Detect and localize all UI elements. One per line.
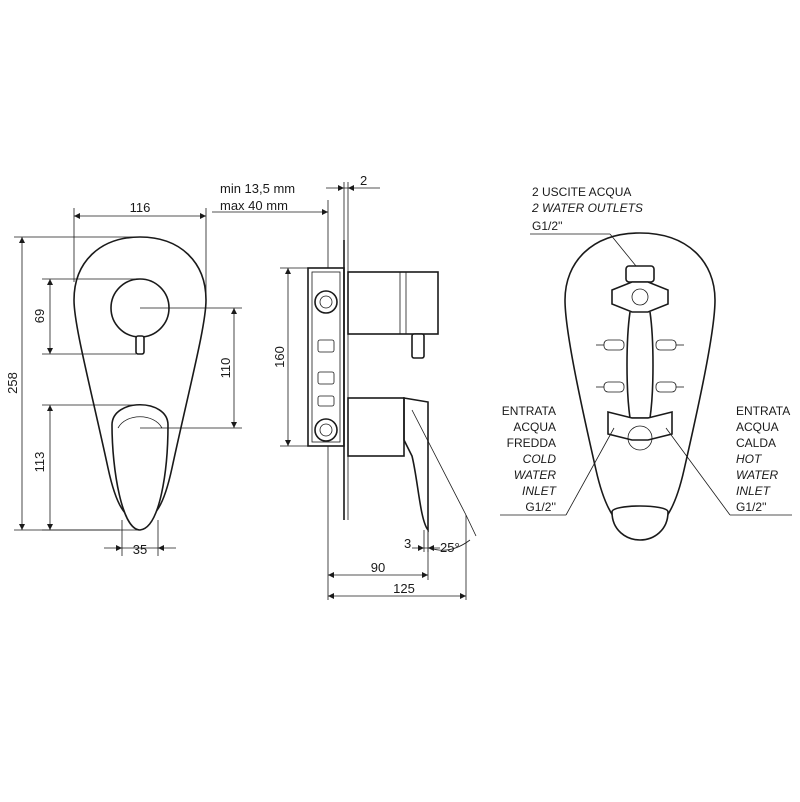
label-hot-it-2: ACQUA (736, 420, 779, 434)
rear-outlet-fitting (611, 265, 669, 313)
dim-plate-2: 2 (360, 173, 367, 188)
side-view: 160 min 13,5 mm max 40 mm 2 3 25° 90 (212, 173, 477, 600)
side-body (307, 267, 345, 447)
label-cold-en-3: INLET (522, 484, 558, 498)
label-cold-size: G1/2'' (525, 500, 556, 514)
side-cartridge (347, 397, 405, 457)
rear-view: 2 USCITE ACQUA 2 WATER OUTLETS G1/2'' EN… (500, 185, 792, 541)
dim-lever-113: 113 (32, 452, 47, 473)
rear-inlet-fitting (607, 410, 673, 451)
label-cold-it-1: ENTRATA (502, 404, 556, 418)
dim-centers-110: 110 (218, 358, 233, 379)
label-hot-en-3: INLET (736, 484, 772, 498)
side-knob (347, 271, 439, 335)
front-view: 116 258 69 110 113 35 (5, 200, 242, 557)
label-hot-it-3: CALDA (736, 436, 776, 450)
dim-height-258: 258 (5, 372, 20, 394)
dim-depth-90: 90 (371, 560, 385, 575)
dim-angle-25: 25° (440, 540, 460, 555)
dim-offset-3: 3 (404, 536, 411, 551)
side-lever (403, 397, 429, 533)
label-cold-it-3: FREDDA (507, 436, 556, 450)
label-hot-size: G1/2'' (736, 500, 767, 514)
dim-knob-69: 69 (32, 309, 47, 323)
label-outlets-en: 2 WATER OUTLETS (531, 201, 643, 215)
dim-depth-125: 125 (393, 581, 415, 596)
front-lever (111, 404, 169, 531)
front-knob-pin (135, 335, 145, 355)
label-cold-it-2: ACQUA (513, 420, 556, 434)
label-outlets-it: 2 USCITE ACQUA (532, 185, 631, 199)
front-lever-edge (117, 416, 163, 429)
label-outlets-size: G1/2'' (532, 219, 563, 233)
dim-width-116: 116 (130, 200, 151, 215)
dim-body-160: 160 (272, 346, 287, 368)
dim-wall-max: max 40 mm (220, 198, 288, 213)
label-hot-en-1: HOT (736, 452, 763, 466)
dim-wall-min: min 13,5 mm (220, 181, 295, 196)
label-hot-it-1: ENTRATA (736, 404, 790, 418)
label-hot-en-2: WATER (736, 468, 779, 482)
label-cold-en-1: COLD (523, 452, 557, 466)
rear-lugs (596, 339, 684, 393)
dim-lever-35: 35 (133, 542, 147, 557)
label-cold-en-2: WATER (514, 468, 557, 482)
